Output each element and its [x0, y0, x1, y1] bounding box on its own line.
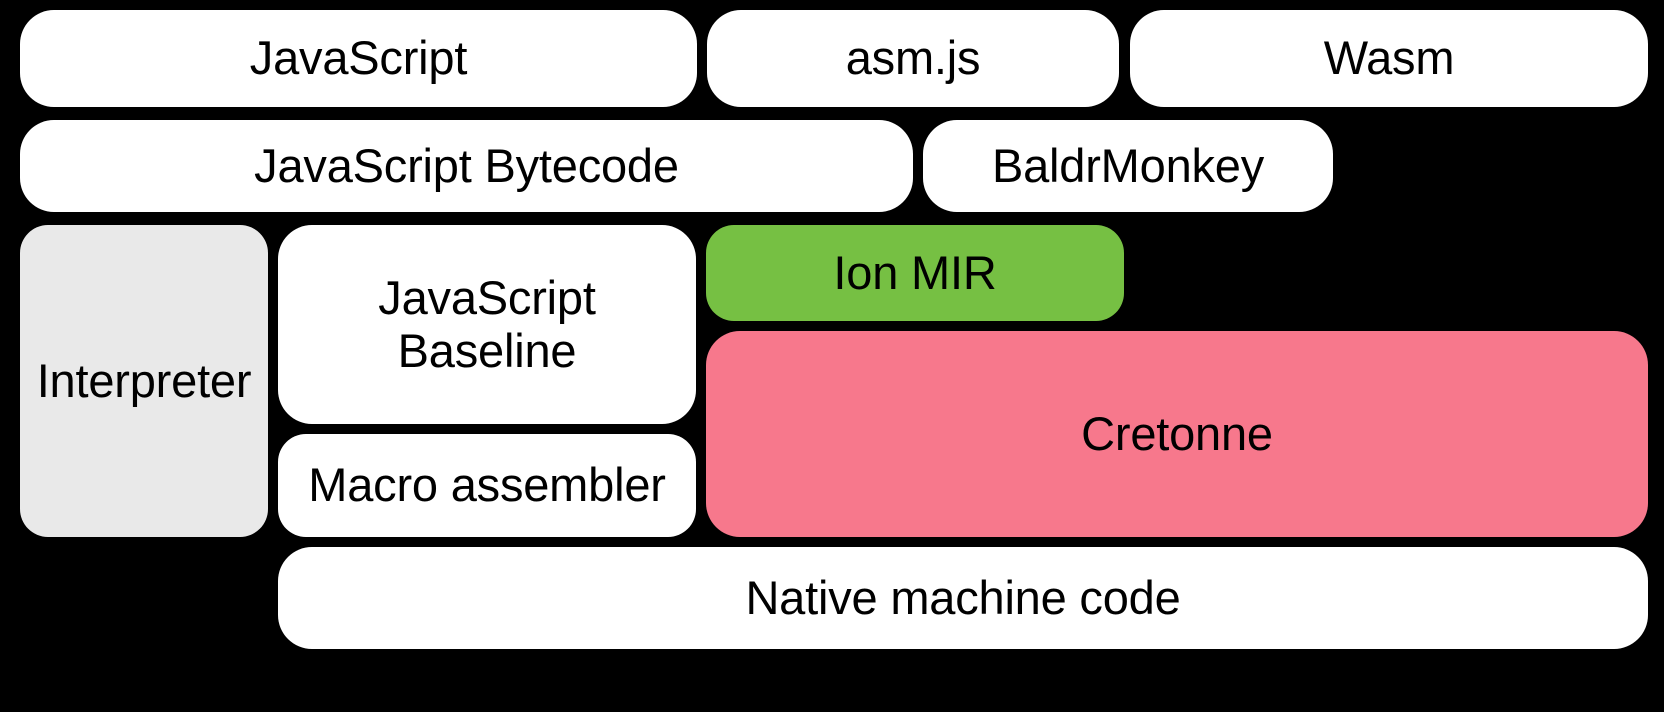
box-javascript-baseline: JavaScript Baseline	[278, 225, 696, 424]
box-wasm: Wasm	[1130, 10, 1648, 107]
box-javascript-bytecode: JavaScript Bytecode	[20, 120, 913, 212]
box-javascript: JavaScript	[20, 10, 697, 107]
box-ion-mir: Ion MIR	[706, 225, 1124, 321]
box-cretonne: Cretonne	[706, 331, 1648, 537]
box-asm-js: asm.js	[707, 10, 1119, 107]
box-macro-assembler: Macro assembler	[278, 434, 696, 537]
box-native-machine-code: Native machine code	[278, 547, 1648, 649]
box-baldrmonkey: BaldrMonkey	[923, 120, 1333, 212]
box-interpreter: Interpreter	[20, 225, 268, 537]
